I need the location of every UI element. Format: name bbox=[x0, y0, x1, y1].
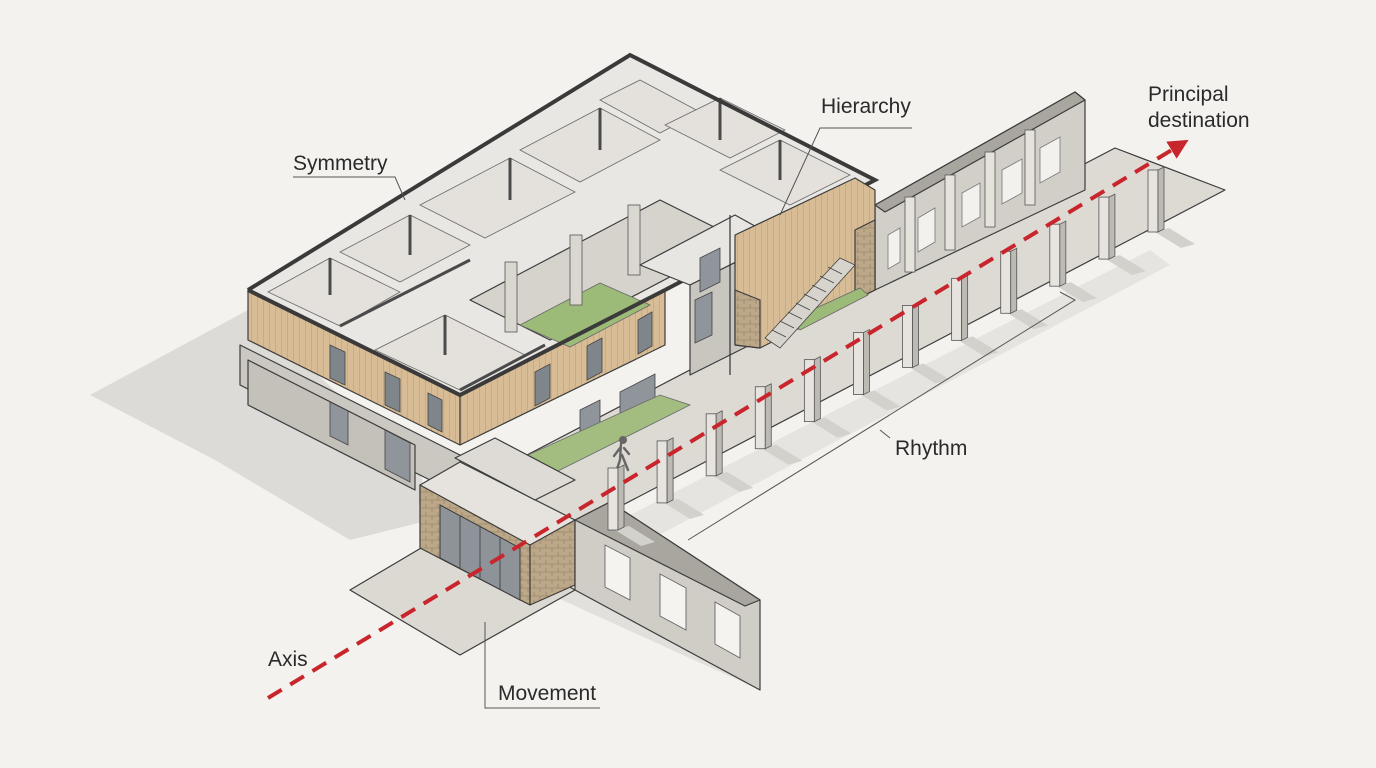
colonnade-column bbox=[1049, 220, 1097, 303]
label-rhythm: Rhythm bbox=[895, 437, 967, 460]
entrance-pavilion bbox=[419, 437, 576, 606]
colonnade-column bbox=[1000, 247, 1048, 330]
label-principal-destination-line1: Principal bbox=[1148, 83, 1229, 106]
label-movement: Movement bbox=[498, 682, 596, 705]
colonnade-column bbox=[803, 355, 852, 438]
colonnade-column bbox=[951, 274, 999, 357]
colonnade-column bbox=[853, 328, 901, 411]
colonnade-back-wall bbox=[874, 91, 1086, 291]
colonnade-column bbox=[1147, 166, 1195, 248]
colonnade-column bbox=[754, 383, 803, 465]
label-symmetry: Symmetry bbox=[293, 152, 388, 175]
label-principal-destination-line2: destination bbox=[1148, 109, 1250, 132]
label-hierarchy: Hierarchy bbox=[821, 95, 911, 118]
hierarchy-tower bbox=[639, 177, 876, 376]
label-axis: Axis bbox=[268, 648, 308, 671]
axis-arrow bbox=[266, 139, 1189, 700]
leader-lines bbox=[293, 127, 1077, 709]
colonnade-column bbox=[607, 464, 655, 546]
person-figure bbox=[612, 436, 631, 474]
colonnade-column bbox=[1098, 193, 1146, 276]
main-building bbox=[239, 52, 880, 496]
colonnade-column bbox=[902, 301, 950, 384]
